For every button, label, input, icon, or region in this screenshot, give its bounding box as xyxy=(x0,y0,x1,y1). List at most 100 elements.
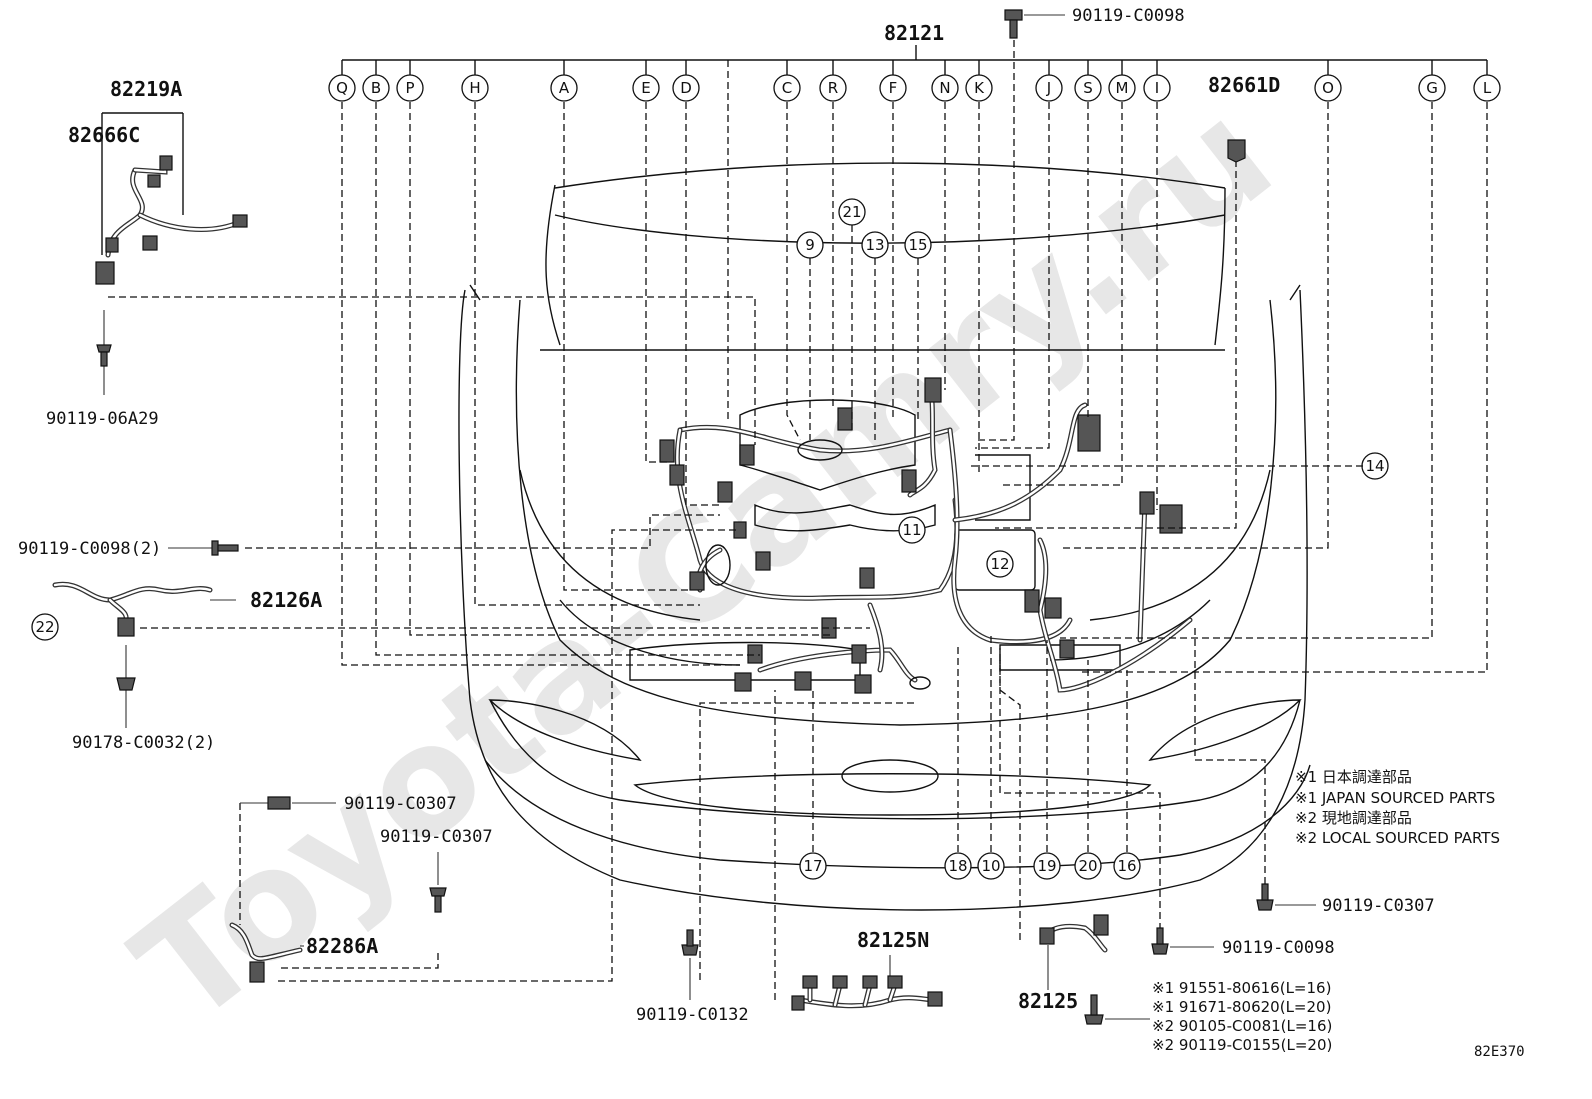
callout-letter-i[interactable]: I xyxy=(1155,79,1159,97)
bolt-variant-list: ※1 91551-80616(L=16) ※1 91671-80620(L=20… xyxy=(1152,979,1332,1054)
callout-number-16[interactable]: 16 xyxy=(1117,857,1136,875)
callout-letter-f[interactable]: F xyxy=(889,79,898,97)
main-bracket xyxy=(342,45,1487,61)
callout-letter-j[interactable]: J xyxy=(1046,79,1051,97)
bolt-variant-4[interactable]: ※2 90119-C0155(L=20) xyxy=(1152,1036,1332,1054)
callout-number-19[interactable]: 19 xyxy=(1037,857,1056,875)
callout-letter-e[interactable]: E xyxy=(641,79,650,97)
callout-circle-f[interactable] xyxy=(879,74,907,102)
callout-circle-k[interactable] xyxy=(965,74,993,102)
part-82286A[interactable]: 82286A xyxy=(306,934,378,958)
callout-circle-p[interactable] xyxy=(396,74,424,102)
callout-letter-h[interactable]: H xyxy=(469,79,480,97)
callout-number-9[interactable]: 9 xyxy=(805,236,815,254)
callout-letter-r[interactable]: R xyxy=(828,79,838,97)
bolt-90119-C0307-c-group: 90119-C0307 xyxy=(1256,883,1435,916)
bolt-variant-2[interactable]: ※1 91671-80620(L=20) xyxy=(1152,998,1331,1016)
bolt-variant-3[interactable]: ※2 90105-C0081(L=16) xyxy=(1152,1017,1332,1035)
callout-letter-o[interactable]: O xyxy=(1322,79,1334,97)
callout-letter-d[interactable]: D xyxy=(680,79,692,97)
callout-number-20[interactable]: 20 xyxy=(1078,857,1097,875)
callout-circle-c[interactable] xyxy=(773,74,801,102)
callout-number-circle-19[interactable] xyxy=(1033,852,1061,880)
note-line-1: ※1 日本調達部品 xyxy=(1295,768,1412,786)
engine-harness xyxy=(629,377,1193,694)
callout-number-circle-10[interactable] xyxy=(977,852,1005,880)
part-82125[interactable]: 82125 xyxy=(1018,989,1078,1013)
callout-circle-m[interactable] xyxy=(1108,74,1136,102)
callout-circle-i[interactable] xyxy=(1143,74,1171,102)
note-line-3: ※2 現地調達部品 xyxy=(1295,809,1412,827)
bolt-90119-C0307-c[interactable]: 90119-C0307 xyxy=(1322,896,1435,916)
bolt-90119-C0307-a[interactable]: 90119-C0307 xyxy=(344,794,457,814)
callout-circle-d[interactable] xyxy=(672,74,700,102)
callout-circle-q[interactable] xyxy=(328,74,356,102)
callout-circle-a[interactable] xyxy=(550,74,578,102)
bolt-variant-1[interactable]: ※1 91551-80616(L=16) xyxy=(1152,979,1331,997)
bolt-90119-C0132[interactable]: 90119-C0132 xyxy=(636,1005,749,1025)
part-82666C[interactable]: 82666C xyxy=(68,123,140,147)
callout-number-circle-18[interactable] xyxy=(944,852,972,880)
callout-letter-p[interactable]: P xyxy=(405,79,414,97)
bolt-90119-C0098-top-group: 90119-C0098 xyxy=(1004,6,1185,39)
part-82126A[interactable]: 82126A xyxy=(250,588,322,612)
callout-circle-h[interactable] xyxy=(461,74,489,102)
callout-number-circle-22[interactable] xyxy=(31,613,59,641)
callout-number-circle-20[interactable] xyxy=(1074,852,1102,880)
diagram-code: 82E370 xyxy=(1474,1044,1525,1060)
callout-letter-c[interactable]: C xyxy=(782,79,792,97)
callout-number-circle-11[interactable] xyxy=(898,516,926,544)
callout-number-14[interactable]: 14 xyxy=(1365,457,1384,475)
bolt-90178-C0032-2[interactable]: 90178-C0032(2) xyxy=(72,733,215,753)
callout-number-21[interactable]: 21 xyxy=(842,203,861,221)
callout-number-circle-12[interactable] xyxy=(986,550,1014,578)
callout-circle-n[interactable] xyxy=(931,74,959,102)
callout-number-18[interactable]: 18 xyxy=(948,857,967,875)
part-82125N-group: 82125N xyxy=(791,928,943,1011)
callout-letter-m[interactable]: M xyxy=(1116,79,1129,97)
bolt-90119-C0132-group: 90119-C0132 xyxy=(636,929,749,1025)
part-82661D[interactable]: 82661D xyxy=(1208,73,1280,97)
bolt-90119-C0098-top[interactable]: 90119-C0098 xyxy=(1072,6,1185,26)
callout-number-13[interactable]: 13 xyxy=(865,236,884,254)
callout-circle-o[interactable] xyxy=(1314,74,1342,102)
callout-number-circle-17[interactable] xyxy=(799,852,827,880)
bolt-90119-C0098-b-group: 90119-C0098 xyxy=(1151,927,1335,958)
callout-letter-s[interactable]: S xyxy=(1083,79,1093,97)
callout-number-22[interactable]: 22 xyxy=(35,618,54,636)
callout-circle-e[interactable] xyxy=(632,74,660,102)
dashed-leaders xyxy=(108,40,1488,1000)
part-82121[interactable]: 82121 xyxy=(884,21,944,45)
bolt-90119-C0098-b[interactable]: 90119-C0098 xyxy=(1222,938,1335,958)
callout-circle-l[interactable] xyxy=(1473,74,1501,102)
callout-letter-g[interactable]: G xyxy=(1426,79,1438,97)
bolt-90119-06A29[interactable]: 90119-06A29 xyxy=(46,409,159,429)
part-82219A[interactable]: 82219A xyxy=(110,77,182,101)
part-82126A-group: 82126A 90178-C0032(2) xyxy=(52,581,322,753)
callout-letter-a[interactable]: A xyxy=(559,79,570,97)
callout-circle-j[interactable] xyxy=(1035,74,1063,102)
bolt-90119-C0307-b[interactable]: 90119-C0307 xyxy=(380,827,493,847)
callout-circle-g[interactable] xyxy=(1418,74,1446,102)
part-82125N[interactable]: 82125N xyxy=(857,928,929,952)
callout-circle-b[interactable] xyxy=(362,74,390,102)
callout-number-17[interactable]: 17 xyxy=(803,857,822,875)
callout-letter-q[interactable]: Q xyxy=(336,79,348,97)
callout-circle-s[interactable] xyxy=(1074,74,1102,102)
callout-letter-b[interactable]: B xyxy=(371,79,381,97)
bolt-90119-C0098-2[interactable]: 90119-C0098(2) xyxy=(18,539,161,559)
callout-number-11[interactable]: 11 xyxy=(902,521,921,539)
part-82286A-group: 90119-C0307 90119-C0307 82286A xyxy=(229,794,493,983)
callout-number-circle-16[interactable] xyxy=(1113,852,1141,880)
callout-letter-k[interactable]: K xyxy=(974,79,985,97)
callout-letter-n[interactable]: N xyxy=(939,79,950,97)
callout-circle-r[interactable] xyxy=(819,74,847,102)
callout-number-10[interactable]: 10 xyxy=(981,857,1000,875)
callout-number-12[interactable]: 12 xyxy=(990,555,1009,573)
callout-number-15[interactable]: 15 xyxy=(908,236,927,254)
callout-letter-l[interactable]: L xyxy=(1483,79,1492,97)
